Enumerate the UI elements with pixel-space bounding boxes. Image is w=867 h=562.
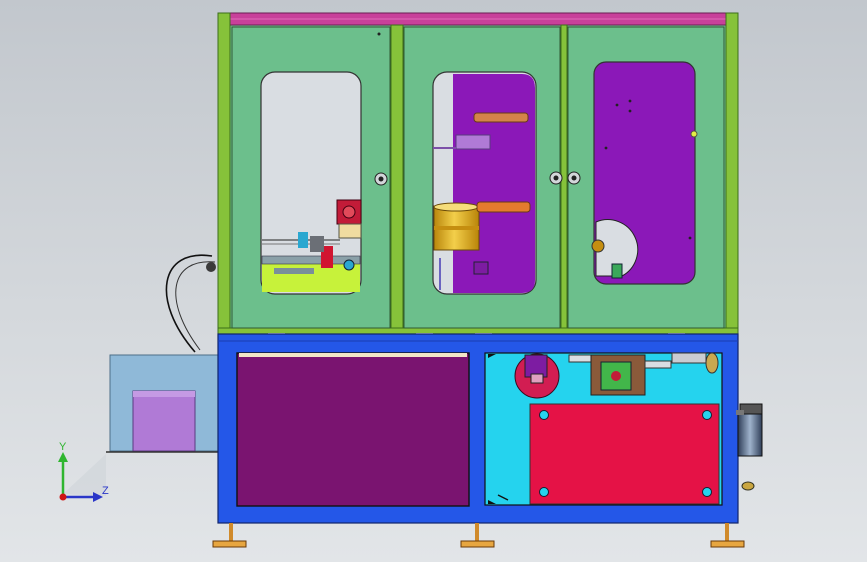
post-left: [217, 12, 231, 334]
cable-gland: [206, 262, 216, 272]
lower-right-assembly: [484, 352, 723, 506]
door-right[interactable]: [567, 26, 725, 329]
door-handle-center[interactable]: [549, 171, 563, 185]
triad-z-label: Z: [102, 485, 109, 497]
side-cable: [165, 254, 213, 353]
post-right: [725, 12, 739, 334]
coordinate-triad: [58, 452, 106, 502]
mechanism-left: [261, 199, 362, 292]
mechanism-right: [591, 219, 639, 279]
post-mid-1: [390, 24, 404, 334]
lower-left-panel[interactable]: [236, 352, 470, 507]
leveling-feet: [212, 523, 745, 548]
door-handle-right[interactable]: [567, 171, 581, 185]
mechanism-center: [433, 74, 562, 293]
door-handle-left[interactable]: [374, 172, 388, 186]
air-filter-regulator: [736, 403, 763, 491]
side-box[interactable]: [106, 354, 219, 453]
triad-y-label: Y: [59, 441, 67, 453]
